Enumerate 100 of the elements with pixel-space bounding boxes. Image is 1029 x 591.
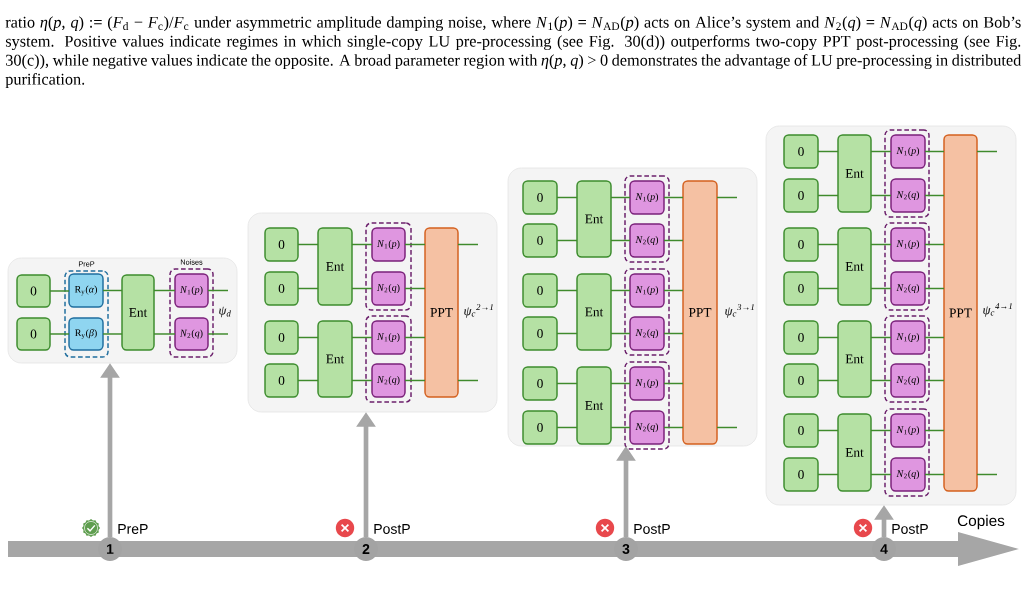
wire bbox=[556, 239, 578, 242]
input-state-box: 0 bbox=[783, 134, 819, 169]
input-state-box: 0 bbox=[264, 320, 299, 355]
input-state-box: 0 bbox=[264, 363, 299, 398]
wire bbox=[49, 290, 70, 292]
input-state-box: 0 bbox=[783, 413, 819, 448]
wire bbox=[716, 426, 738, 429]
noise-channel-box: N$_{2}$(q) bbox=[371, 271, 406, 306]
wire bbox=[297, 379, 319, 382]
dashed-group-box bbox=[624, 361, 670, 450]
wire bbox=[663, 239, 684, 242]
step-label: PreP bbox=[118, 524, 148, 534]
wire bbox=[404, 379, 426, 382]
input-state-box: 0 bbox=[16, 317, 51, 351]
wire bbox=[817, 429, 839, 432]
wire bbox=[924, 194, 945, 197]
wire bbox=[207, 333, 229, 335]
gate-box: Ent bbox=[837, 413, 872, 492]
noise-channel-box: N$_{2}$(q) bbox=[890, 271, 926, 306]
wire bbox=[716, 196, 738, 199]
gate-box: PPT bbox=[943, 134, 978, 492]
input-state-box: 0 bbox=[522, 180, 558, 215]
wire bbox=[351, 336, 373, 339]
wire bbox=[610, 382, 631, 385]
gate-box: Ent bbox=[121, 274, 155, 351]
noise-channel-box: N$_{1}$(p) bbox=[890, 320, 926, 355]
gate-box: PPT bbox=[682, 180, 718, 445]
wire bbox=[297, 243, 319, 246]
wire bbox=[870, 243, 892, 246]
wire bbox=[404, 287, 426, 290]
noise-channel-box: N$_{1}$(p) bbox=[629, 273, 665, 308]
wire bbox=[924, 150, 945, 153]
step-label: PostP bbox=[892, 524, 928, 534]
wire bbox=[817, 243, 839, 246]
wire bbox=[404, 336, 426, 339]
input-state-box: 0 bbox=[783, 178, 819, 213]
wire bbox=[457, 243, 479, 246]
wire bbox=[924, 429, 945, 432]
wire bbox=[610, 196, 631, 199]
wire bbox=[207, 289, 229, 292]
gate-box: Ent bbox=[317, 227, 353, 306]
gate-box: Ent bbox=[837, 320, 872, 398]
dashed-group-box bbox=[365, 222, 412, 311]
wire bbox=[817, 287, 839, 290]
noise-channel-box: N$_{1}$(p) bbox=[371, 320, 406, 355]
wire bbox=[924, 336, 945, 339]
noise-channel-box: N$_{2}$(q) bbox=[371, 363, 406, 398]
wire bbox=[817, 336, 839, 339]
noise-channel-box: N$_{2}$(q) bbox=[629, 316, 665, 351]
wire bbox=[870, 429, 892, 432]
wire bbox=[924, 473, 945, 476]
gate-box: Ent bbox=[576, 273, 612, 351]
step-label: PostP bbox=[634, 524, 670, 534]
axis-label: Copies bbox=[957, 514, 1005, 530]
wire bbox=[870, 287, 892, 290]
noise-channel-box: N$_{1}$(p) bbox=[629, 366, 665, 401]
dashed-group-box bbox=[624, 175, 670, 263]
wire bbox=[49, 333, 70, 335]
dashed-group-box bbox=[884, 222, 930, 311]
noise-channel-box: N$_{2}$(q) bbox=[890, 178, 926, 213]
input-state-box: 0 bbox=[783, 271, 819, 306]
noise-channel-box: N$_{1}$(p) bbox=[629, 180, 665, 215]
input-state-box: 0 bbox=[264, 271, 299, 306]
noise-channel-box: N$_{2}$(q) bbox=[890, 457, 926, 492]
node-label: 1 bbox=[106, 544, 114, 554]
wire bbox=[870, 473, 892, 476]
input-state-box: 0 bbox=[16, 274, 51, 308]
noise-channel-box: N$_{1}$(p) bbox=[174, 273, 209, 308]
gate-box: PPT bbox=[424, 227, 459, 398]
input-state-box: 0 bbox=[522, 410, 558, 445]
wire bbox=[924, 243, 945, 246]
noise-channel-box: N$_{1}$(p) bbox=[890, 413, 926, 448]
wire bbox=[924, 379, 945, 382]
rotation-gate-box: R$_{y}$(β) bbox=[68, 317, 104, 351]
wire bbox=[976, 150, 998, 153]
wire bbox=[817, 150, 839, 153]
caption-text: ratio η(p, q) := (F$_{d}$ − F$_{c}$)/F$_{c}$ under asymmetric amplitude damping noise, where N$_{1}$(p) = N$_{AD}$(p) acts on Alice’s system and N$_{2}$(q) = N$_{AD}$(q) acts on Bob’s system. Positive values indicate regimes in which single-copy LU pre-processing (see Fig. 30(d)) outperforms two-copy PPT post-processing (see Fig. 30(c)), while negative values indicate the opposite. A broad parameter region with η(p, q) > 0 demonstrates the advantage of LU pre-processing in distributed purification. bbox=[5, 16, 1022, 88]
wire bbox=[610, 426, 631, 429]
input-state-box: 0 bbox=[783, 227, 819, 262]
gate-box: Ent bbox=[837, 134, 872, 213]
wire bbox=[351, 379, 373, 382]
input-state-box: 0 bbox=[264, 227, 299, 262]
gate-box: Ent bbox=[317, 320, 353, 398]
wire bbox=[556, 426, 578, 429]
wire bbox=[870, 379, 892, 382]
wire bbox=[924, 287, 945, 290]
noise-channel-box: N$_{1}$(p) bbox=[890, 134, 926, 169]
input-state-box: 0 bbox=[522, 273, 558, 308]
wire bbox=[817, 194, 839, 197]
wire bbox=[870, 194, 892, 197]
wire bbox=[556, 332, 578, 335]
wire bbox=[102, 333, 123, 335]
wire bbox=[663, 196, 684, 199]
wire bbox=[976, 473, 998, 476]
wire bbox=[870, 336, 892, 339]
noise-channel-box: N$_{2}$(q) bbox=[629, 410, 665, 445]
wire bbox=[610, 239, 631, 242]
wire bbox=[663, 382, 684, 385]
noise-channel-box: N$_{2}$(q) bbox=[629, 223, 665, 258]
wire bbox=[404, 243, 426, 246]
